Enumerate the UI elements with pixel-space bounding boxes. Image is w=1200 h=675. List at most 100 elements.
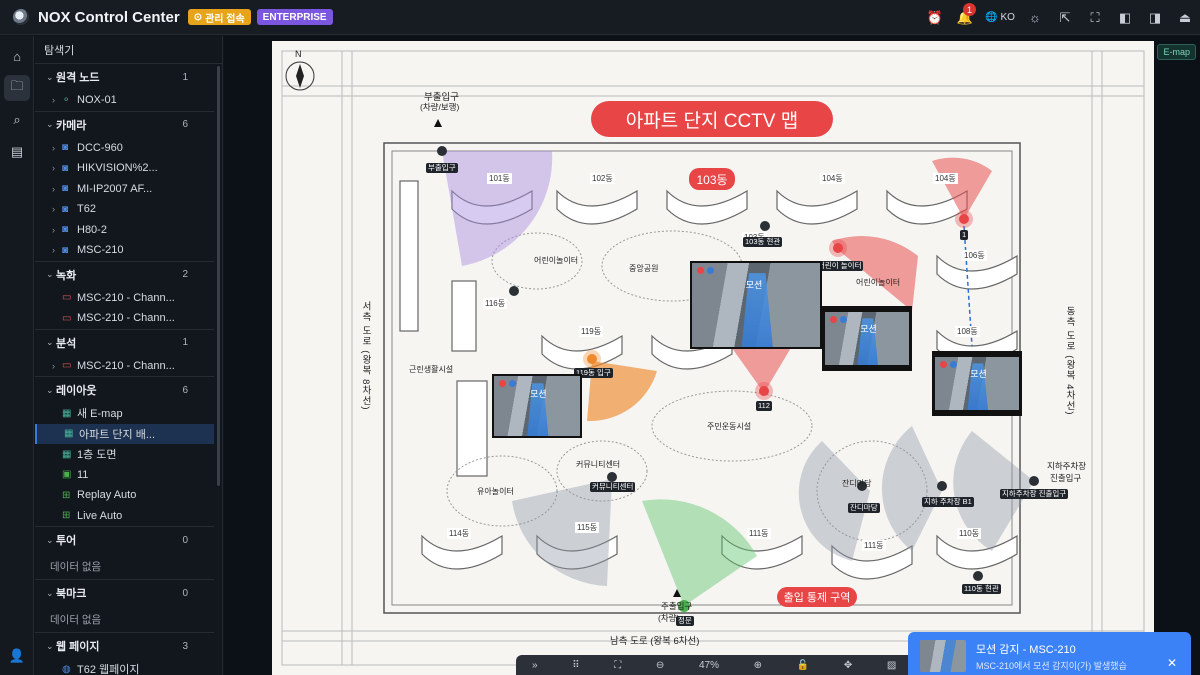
- camera-tag[interactable]: 103동 현관: [743, 237, 783, 247]
- chevron-right-icon: ›: [52, 245, 55, 256]
- camera-tag[interactable]: 119동 입구: [574, 368, 613, 378]
- drag-handle-icon[interactable]: ⠿: [572, 659, 580, 671]
- tree-item-label: 1층 도면: [77, 449, 117, 462]
- tree-item-camera[interactable]: ›◙MSC-210: [35, 240, 222, 261]
- tree-item-camera[interactable]: ›◙DCC-960: [35, 138, 222, 159]
- tree-item-webpage[interactable]: ◍T62 웹페이지: [35, 659, 222, 675]
- camera-tag[interactable]: 1: [960, 230, 969, 240]
- image-icon[interactable]: ▨: [886, 659, 897, 671]
- home-icon[interactable]: ⌂: [13, 48, 21, 64]
- tree-item-layout[interactable]: ⊞Live Auto: [35, 506, 222, 527]
- close-icon[interactable]: ✕: [1166, 656, 1177, 670]
- tree-item-layout-selected[interactable]: ▦아파트 단지 배...: [35, 423, 214, 444]
- camera-icon: ◙: [62, 203, 69, 215]
- fit-screen-icon[interactable]: ⛶: [614, 659, 622, 671]
- theme-sun-icon[interactable]: ☼: [1029, 10, 1041, 25]
- tree-item-layout[interactable]: ⊞Replay Auto: [35, 485, 222, 506]
- top-bar: NOX Control Center ⊙관리 접속 ENTERPRISE ⏰ 🔔…: [0, 0, 1200, 35]
- folder-icon[interactable]: 🗀: [4, 75, 30, 101]
- app-logo: [13, 9, 29, 25]
- video-popup[interactable]: 모션: [822, 306, 912, 371]
- alarm-icon[interactable]: ⏰: [926, 9, 944, 25]
- tree-item-layout[interactable]: ▦새 E-map: [35, 403, 222, 424]
- external-link-icon[interactable]: ⇱: [1059, 9, 1071, 25]
- tree-item-layout[interactable]: ▣11: [35, 465, 222, 486]
- area-label: 주민운동시설: [707, 422, 752, 431]
- tree-item-analysis[interactable]: ›▭MSC-210 - Chann...: [35, 356, 222, 377]
- tree-item-camera[interactable]: ›◙HIKVISION%2...: [35, 158, 222, 179]
- video-icon: ▭: [62, 292, 72, 304]
- video-icon: ▭: [62, 312, 72, 324]
- tree-item-label: Replay Auto: [77, 489, 137, 502]
- sidebar-scrollbar[interactable]: [217, 66, 220, 486]
- network-node-icon: ⚬: [62, 94, 71, 106]
- area-label: 유아놀이터: [477, 487, 514, 496]
- move-icon[interactable]: ✥: [843, 659, 853, 671]
- camera-tag[interactable]: 지하 주차장 B1: [922, 497, 974, 507]
- road-label: 부출입구: [424, 92, 459, 103]
- user-icon[interactable]: 👤: [8, 648, 26, 663]
- tree-item-recording[interactable]: ▭ MSC-210 - Chann...: [35, 288, 222, 309]
- section-label: 원격 노드: [56, 72, 100, 84]
- search-icon[interactable]: ⌕: [13, 112, 21, 127]
- tree-item-camera[interactable]: ›◙H80-2: [35, 220, 222, 241]
- camera-tag[interactable]: 잔디마당: [848, 503, 880, 513]
- panel-right-icon[interactable]: ◨: [1148, 9, 1162, 25]
- collapse-icon[interactable]: »: [532, 659, 538, 671]
- tree-item-camera[interactable]: ›◙T62: [35, 199, 222, 220]
- section-count: 1: [182, 337, 188, 348]
- building-label: 101동: [487, 173, 512, 184]
- video-popup[interactable]: 모션: [492, 374, 582, 438]
- camera-tag[interactable]: 커뮤니티센터: [590, 482, 636, 492]
- divider: [35, 632, 214, 633]
- map-title: 아파트 단지 CCTV 맵: [591, 101, 833, 137]
- section-label: 웹 페이지: [56, 641, 100, 653]
- language-selector[interactable]: 🌐KO: [980, 0, 1020, 35]
- tree-item-label: MSC-210 - Chann...: [77, 291, 175, 304]
- notification-bell-icon[interactable]: 🔔1: [950, 0, 980, 35]
- motion-toast[interactable]: 모션 감지 - MSC-210 MSC-210에서 모션 감지이(가) 발생했습…: [908, 632, 1191, 675]
- camera-tag[interactable]: 어린이 놀이터: [816, 261, 864, 271]
- logout-icon[interactable]: ⏏: [1178, 9, 1192, 25]
- tree-item-layout[interactable]: ▦1층 도면: [35, 444, 222, 465]
- tree-item-recording[interactable]: ▭MSC-210 - Chann...: [35, 308, 222, 329]
- camera-tag[interactable]: 지하주차장 진출입구: [1000, 489, 1069, 499]
- live-layout-icon: ⊞: [62, 510, 71, 522]
- motion-label: 모션: [970, 368, 987, 379]
- video-popup[interactable]: 모션: [690, 261, 822, 349]
- camera-tag[interactable]: 110동 현관: [962, 584, 1001, 594]
- section-label: 북마크: [56, 588, 87, 600]
- chevron-down-icon: ⌄: [46, 337, 54, 347]
- chevron-down-icon: ⌄: [46, 384, 54, 395]
- camera-tag[interactable]: 부출입구: [426, 163, 458, 173]
- emap-canvas[interactable]: N 아파트 단지 CCTV 맵 103동 출입 통제 구역 부출입구 (차량/보…: [272, 41, 1154, 675]
- north-label: N: [295, 49, 302, 59]
- tree-item-camera[interactable]: ›◙MI-IP2007 AF...: [35, 179, 222, 200]
- building-label: 119동: [579, 326, 604, 337]
- section-label: 레이아웃: [56, 385, 97, 397]
- zoom-in-icon[interactable]: ⊕: [753, 659, 763, 671]
- tree-item-label: HIKVISION%2...: [77, 162, 158, 175]
- tree-item-label: MSC-210 - Chann...: [77, 359, 175, 372]
- archive-icon[interactable]: ▤: [10, 144, 24, 159]
- fullscreen-icon[interactable]: ⛶: [1090, 9, 1100, 25]
- lock-icon[interactable]: 🔓: [796, 659, 810, 671]
- tree-item-node[interactable]: ›⚬NOX-01: [35, 90, 222, 111]
- camera-tag[interactable]: 112: [756, 401, 772, 411]
- video-popup[interactable]: 모션: [932, 351, 1022, 416]
- section-layout[interactable]: ⌄레이아웃 6: [35, 377, 222, 403]
- section-count: 6: [182, 384, 188, 396]
- section-count: 3: [182, 640, 188, 652]
- camera-tag[interactable]: 정문: [676, 616, 694, 626]
- tree-item-label: T62 웹페이지: [77, 664, 140, 675]
- panel-left-icon[interactable]: ◧: [1118, 9, 1132, 25]
- chevron-right-icon: ›: [52, 224, 55, 235]
- zoom-out-icon[interactable]: ⊖: [655, 659, 665, 671]
